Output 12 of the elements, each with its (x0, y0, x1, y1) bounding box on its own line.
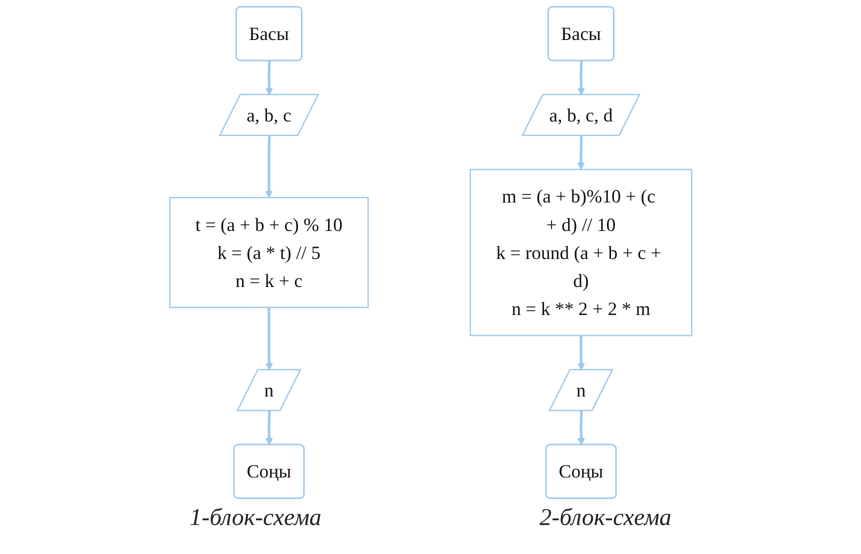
arrow (577, 410, 585, 446)
arrow (265, 60, 273, 96)
arrow (265, 410, 273, 446)
chart-caption: 1-блок-схема (190, 505, 322, 532)
arrow (577, 336, 585, 370)
node-box: m = (a + b)%10 + (c + d) // 10 k = round (a + b + c + d) n = k ** 2 + 2 * m (469, 168, 692, 336)
arrow (576, 136, 584, 170)
chart-caption: 2-блок-схема (540, 505, 672, 532)
node-box: t = (a + b + c) % 10 k = (a * t) // 5 n = k + c (168, 196, 368, 308)
arrow (264, 136, 272, 198)
arrow (265, 307, 273, 370)
arrow (577, 60, 585, 96)
